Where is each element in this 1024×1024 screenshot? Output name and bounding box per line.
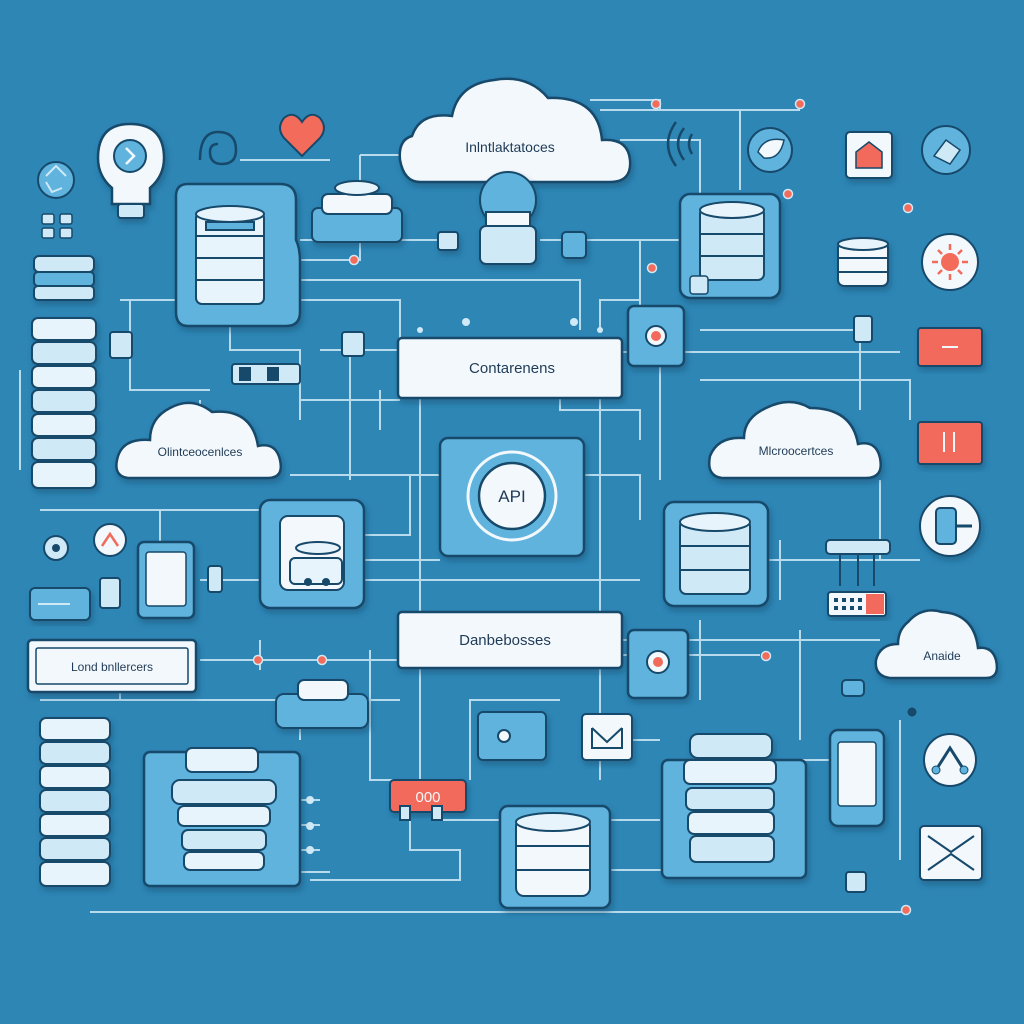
database-icon xyxy=(171,747,277,871)
cloud-right-label: Mlcroocertces xyxy=(759,444,834,458)
database-icon xyxy=(679,512,751,595)
server-device-small[interactable] xyxy=(29,587,91,621)
lock-icon xyxy=(841,679,867,893)
cloud-left-label: Olintceocenlces xyxy=(158,445,243,459)
database-panel-middle-right[interactable] xyxy=(662,500,770,608)
databases-label: Danbebosses xyxy=(459,632,551,649)
phone-icon[interactable] xyxy=(919,495,981,557)
chevron-right-icon xyxy=(125,147,136,165)
server-stack-small[interactable] xyxy=(33,255,95,301)
junction-dots xyxy=(252,98,917,916)
cloud-top-label: Inlntlaktatoces xyxy=(465,139,555,155)
satellite-icon xyxy=(921,125,971,175)
mail-icon[interactable] xyxy=(581,713,633,761)
switch-red-1[interactable] xyxy=(917,327,983,367)
counter-badge xyxy=(389,779,467,813)
virus-icon xyxy=(921,233,979,291)
load-balancers-label: Lond bnllercers xyxy=(71,660,153,674)
power-socket-lower[interactable] xyxy=(626,628,690,700)
api-box[interactable] xyxy=(438,436,586,558)
cloud-left xyxy=(115,401,282,480)
api-label: API xyxy=(498,487,525,506)
database-panel-top-left[interactable] xyxy=(174,182,302,328)
network-icon xyxy=(41,213,73,239)
home-icon xyxy=(845,131,893,179)
connector-hub xyxy=(825,539,891,586)
server-stack-bottom-left[interactable] xyxy=(39,717,111,887)
server-icon xyxy=(279,515,345,591)
database-icon xyxy=(699,201,765,281)
usb-icon xyxy=(99,565,223,609)
database-panel-bottom-right[interactable] xyxy=(660,733,808,880)
counter-label: 000 xyxy=(415,789,440,806)
bulb-icon xyxy=(96,122,166,219)
phone-device[interactable] xyxy=(828,728,886,828)
router-device-bottom[interactable] xyxy=(275,679,369,729)
load-balancers-box[interactable] xyxy=(26,638,198,694)
cloud-bottom-right-label: Anaide xyxy=(923,649,961,663)
switch-device[interactable] xyxy=(477,711,547,761)
containers-box[interactable] xyxy=(396,336,624,400)
wifi-icon xyxy=(666,121,694,167)
database-panel-bottom-middle[interactable] xyxy=(498,804,612,910)
cloud-microservices xyxy=(708,400,882,480)
power-socket[interactable] xyxy=(626,304,686,368)
monitor-icon[interactable] xyxy=(919,825,983,881)
database-icon xyxy=(683,733,777,863)
cloud-bottom-right xyxy=(874,609,999,680)
close-icon[interactable] xyxy=(93,523,127,557)
leaf-icon xyxy=(747,127,793,173)
database-icon xyxy=(515,812,591,897)
spiral-icon xyxy=(198,130,238,166)
network-node-icon xyxy=(43,535,69,561)
database-icon-small[interactable] xyxy=(837,237,889,287)
plug-icon-small xyxy=(341,315,873,821)
keyboard-device[interactable] xyxy=(827,591,887,617)
recycle-icon xyxy=(37,161,75,199)
database-icon xyxy=(195,205,265,305)
heart-icon xyxy=(279,113,325,158)
server-stack-left[interactable] xyxy=(31,317,97,489)
server-panel-middle-left[interactable] xyxy=(258,498,366,610)
databases-box[interactable] xyxy=(396,610,624,670)
tablet-device[interactable] xyxy=(136,540,196,620)
cloud-infrastructure xyxy=(398,77,632,184)
database-panel-top-right[interactable] xyxy=(678,192,782,300)
robot-icon[interactable] xyxy=(437,171,587,265)
plug-icon[interactable] xyxy=(109,331,301,385)
containers-label: Contarenens xyxy=(469,360,555,377)
router-device[interactable] xyxy=(311,180,403,243)
database-panel-bottom-left[interactable] xyxy=(142,747,302,888)
switch-red-2[interactable] xyxy=(917,421,983,465)
share-icon[interactable] xyxy=(923,733,977,787)
